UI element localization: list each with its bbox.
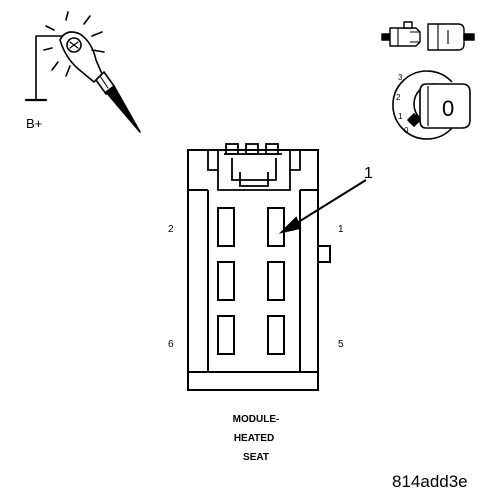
- pin-label-bottom-left: 6: [168, 339, 174, 350]
- ignition-key-icon: [392, 70, 471, 140]
- pin-label-top-left: 2: [168, 224, 174, 235]
- cavity-2: [217, 207, 235, 247]
- cavity-4: [217, 261, 235, 301]
- ignition-position-3: 3: [398, 73, 403, 82]
- cavity-3: [267, 261, 285, 301]
- connector-latch: [207, 143, 301, 191]
- connector-disconnected-icon: [381, 21, 475, 51]
- probe-label: B+: [26, 116, 42, 131]
- ignition-position-0: 0: [404, 126, 409, 135]
- caption-line-3: SEAT: [243, 452, 269, 463]
- ignition-position-1: 1: [398, 112, 403, 121]
- pin-label-top-right: 1: [338, 224, 344, 235]
- connector-key-tab: [318, 245, 331, 263]
- cavity-6: [217, 315, 235, 355]
- cavity-1: [267, 207, 285, 247]
- caption-line-1: MODULE-: [233, 414, 280, 425]
- test-light-probe-icon: [24, 11, 141, 133]
- caption-line-2: HEATED: [234, 433, 274, 444]
- pin-label-bottom-right: 5: [338, 339, 344, 350]
- figure-id: 814add3e: [392, 472, 468, 491]
- connector-caption: MODULE- HEATED SEAT: [233, 414, 280, 463]
- connector-body: [187, 149, 319, 391]
- callout-number: 1: [364, 165, 373, 182]
- ignition-key-position-label: 0: [442, 96, 454, 121]
- callout-arrow: [278, 179, 367, 234]
- connector-face: [187, 143, 331, 391]
- cavity-5: [267, 315, 285, 355]
- ignition-position-2: 2: [396, 93, 401, 102]
